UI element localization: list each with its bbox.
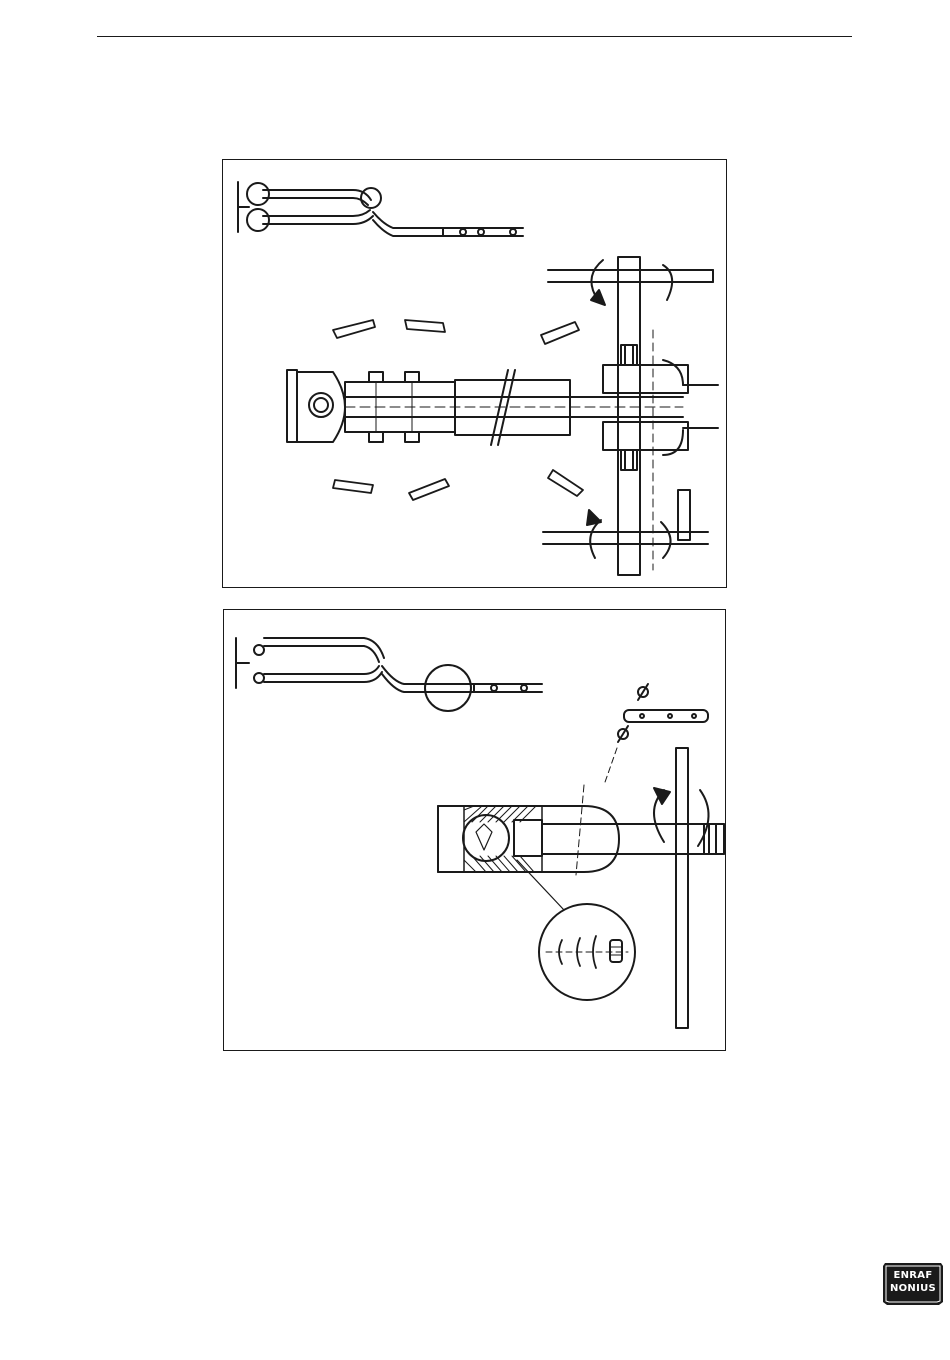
- logo-line-1: ENRAF: [881, 1270, 945, 1282]
- logo-line-2: NONIUS: [881, 1283, 945, 1295]
- figure-joint-detail: [223, 609, 726, 1051]
- figure-arm-adjustment: [222, 159, 727, 588]
- enraf-nonius-logo: ENRAF NONIUS: [881, 1262, 945, 1306]
- arm-overview-icon: [238, 182, 523, 236]
- arm-adjustment-diagram-icon: [223, 160, 726, 587]
- joint-section-icon: [438, 785, 724, 910]
- arm-overview-icon: [236, 638, 542, 711]
- header-rule: [97, 36, 852, 37]
- detail-magnifier-icon: [539, 904, 635, 1000]
- pin-parts-icon: [604, 684, 708, 785]
- joint-detail-diagram-icon: [224, 610, 725, 1050]
- rotation-segments-icon: [333, 320, 583, 500]
- rotation-handle-icon: [654, 748, 709, 1028]
- main-arm-icon: [287, 370, 683, 445]
